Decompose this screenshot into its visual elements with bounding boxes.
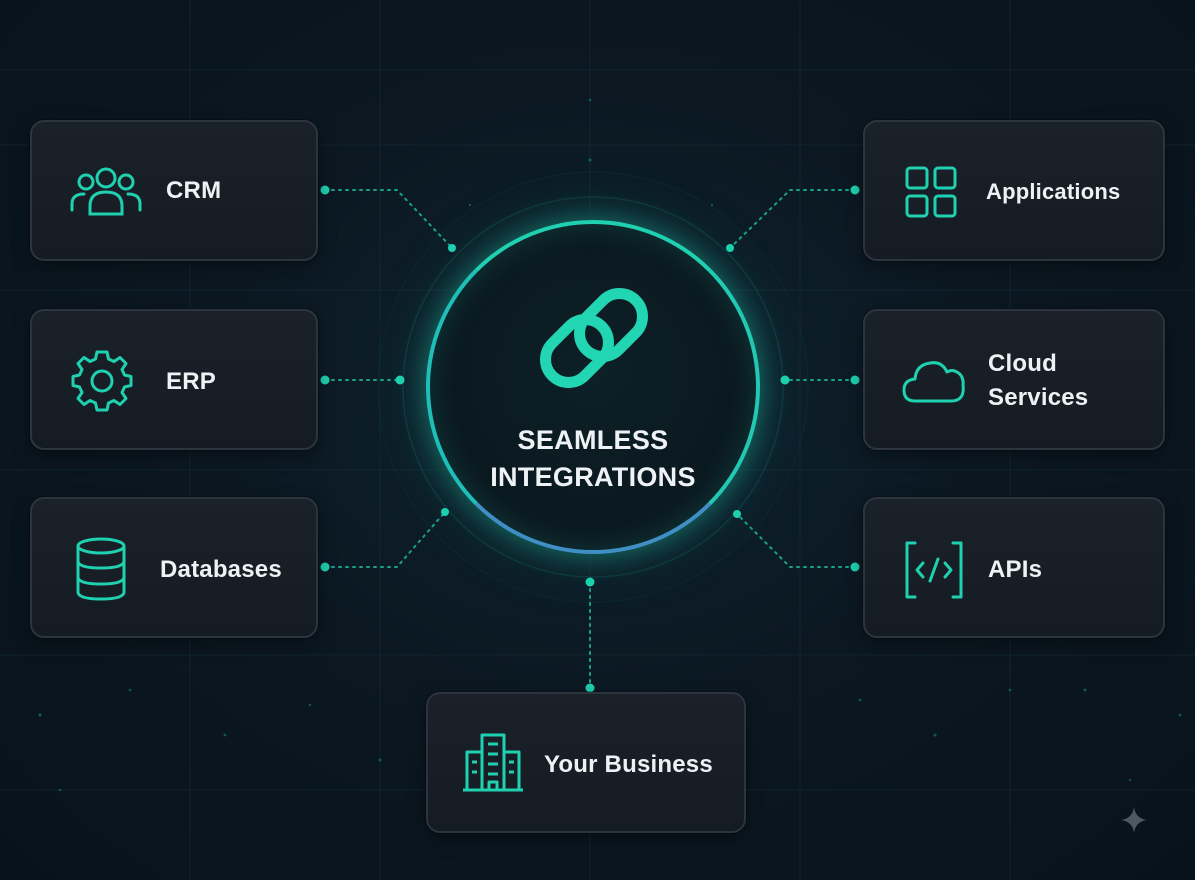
- code-brackets-icon: [905, 541, 963, 599]
- apis-label: APIs: [988, 556, 1043, 583]
- connector-dot: [850, 562, 860, 572]
- sparkle-icon: [1121, 807, 1147, 833]
- connector-dot: [585, 683, 595, 693]
- your-business-card[interactable]: Your Business: [426, 692, 746, 833]
- applications-label: Applications: [986, 179, 1121, 204]
- database-icon: [76, 537, 126, 601]
- cloud-services-card[interactable]: Cloud Services: [863, 309, 1165, 450]
- connector-dot: [585, 577, 595, 587]
- gear-icon: [71, 350, 133, 412]
- connector-dot: [320, 375, 330, 385]
- apis-card[interactable]: APIs: [863, 497, 1165, 638]
- users-group-icon: [70, 167, 142, 216]
- connector-dot: [733, 510, 741, 518]
- cloud-services-label-line-2: Services: [988, 384, 1089, 411]
- erp-card[interactable]: ERP: [30, 309, 318, 450]
- link-chain-icon: [540, 288, 648, 388]
- your-business-label: Your Business: [544, 751, 713, 778]
- hub-title: SEAMLESS INTEGRATIONS: [430, 422, 756, 496]
- connector-dot: [320, 562, 330, 572]
- office-building-icon: [463, 733, 523, 792]
- erp-label: ERP: [166, 368, 216, 395]
- connector-dot: [448, 244, 456, 252]
- connector-dot: [395, 375, 405, 385]
- databases-label: Databases: [160, 556, 282, 583]
- connector-apis: [736, 513, 856, 568]
- integration-hub: SEAMLESS INTEGRATIONS: [426, 220, 760, 554]
- databases-card[interactable]: Databases: [30, 497, 318, 638]
- cloud-services-label: Cloud Services: [988, 347, 1138, 415]
- connector-dot: [726, 244, 734, 252]
- connector-databases: [324, 511, 446, 568]
- connector-dot: [780, 375, 790, 385]
- connector-dot: [320, 185, 330, 195]
- applications-card[interactable]: Applications: [863, 120, 1165, 261]
- cloud-services-label-line-1: Cloud: [988, 350, 1057, 377]
- crm-card[interactable]: CRM: [30, 120, 318, 261]
- crm-label: CRM: [166, 177, 222, 204]
- app-grid-icon: [905, 166, 957, 218]
- hub-title-line-2: INTEGRATIONS: [490, 462, 696, 492]
- cloud-icon: [902, 361, 965, 403]
- connector-applications: [729, 189, 856, 249]
- connector-dot: [850, 375, 860, 385]
- connector-dot: [850, 185, 860, 195]
- hub-title-line-1: SEAMLESS: [517, 425, 669, 455]
- connector-dot: [441, 508, 449, 516]
- connector-crm: [324, 189, 453, 249]
